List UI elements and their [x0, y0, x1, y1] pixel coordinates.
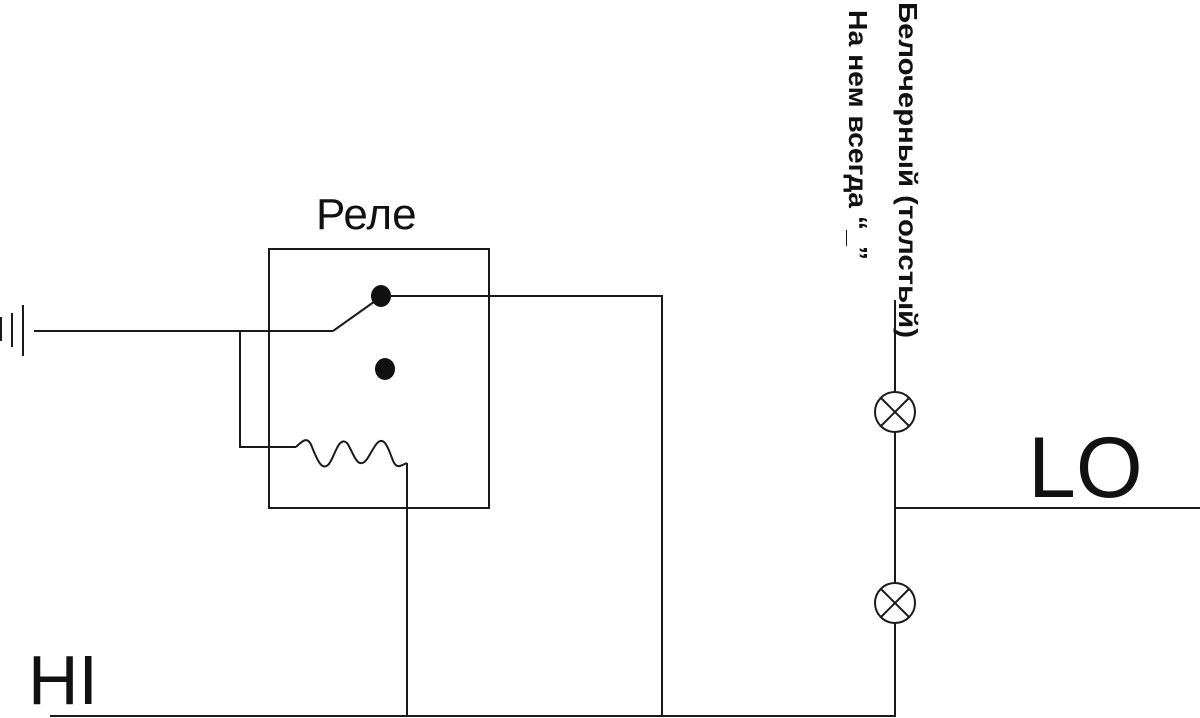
coil-feed-wire: [239, 331, 296, 448]
relay-coil-icon: [295, 439, 408, 468]
relay-contact-open: [375, 358, 395, 380]
relay-contact-common: [371, 285, 391, 307]
lo-label: LO: [1028, 420, 1143, 516]
ground-icon: [0, 305, 24, 356]
wire-note-line2: На нем всегда “_”: [843, 10, 873, 260]
contact-wire: [390, 295, 663, 716]
hi-label: HI: [28, 641, 98, 718]
relay-label: Реле: [316, 190, 417, 239]
lamp-icon: [874, 582, 916, 624]
relay-box: [268, 248, 490, 509]
relay-switch-arm: [332, 298, 379, 332]
wire-note-line1: Белочерный (толстый): [893, 2, 923, 338]
lamp-icon: [874, 391, 916, 433]
